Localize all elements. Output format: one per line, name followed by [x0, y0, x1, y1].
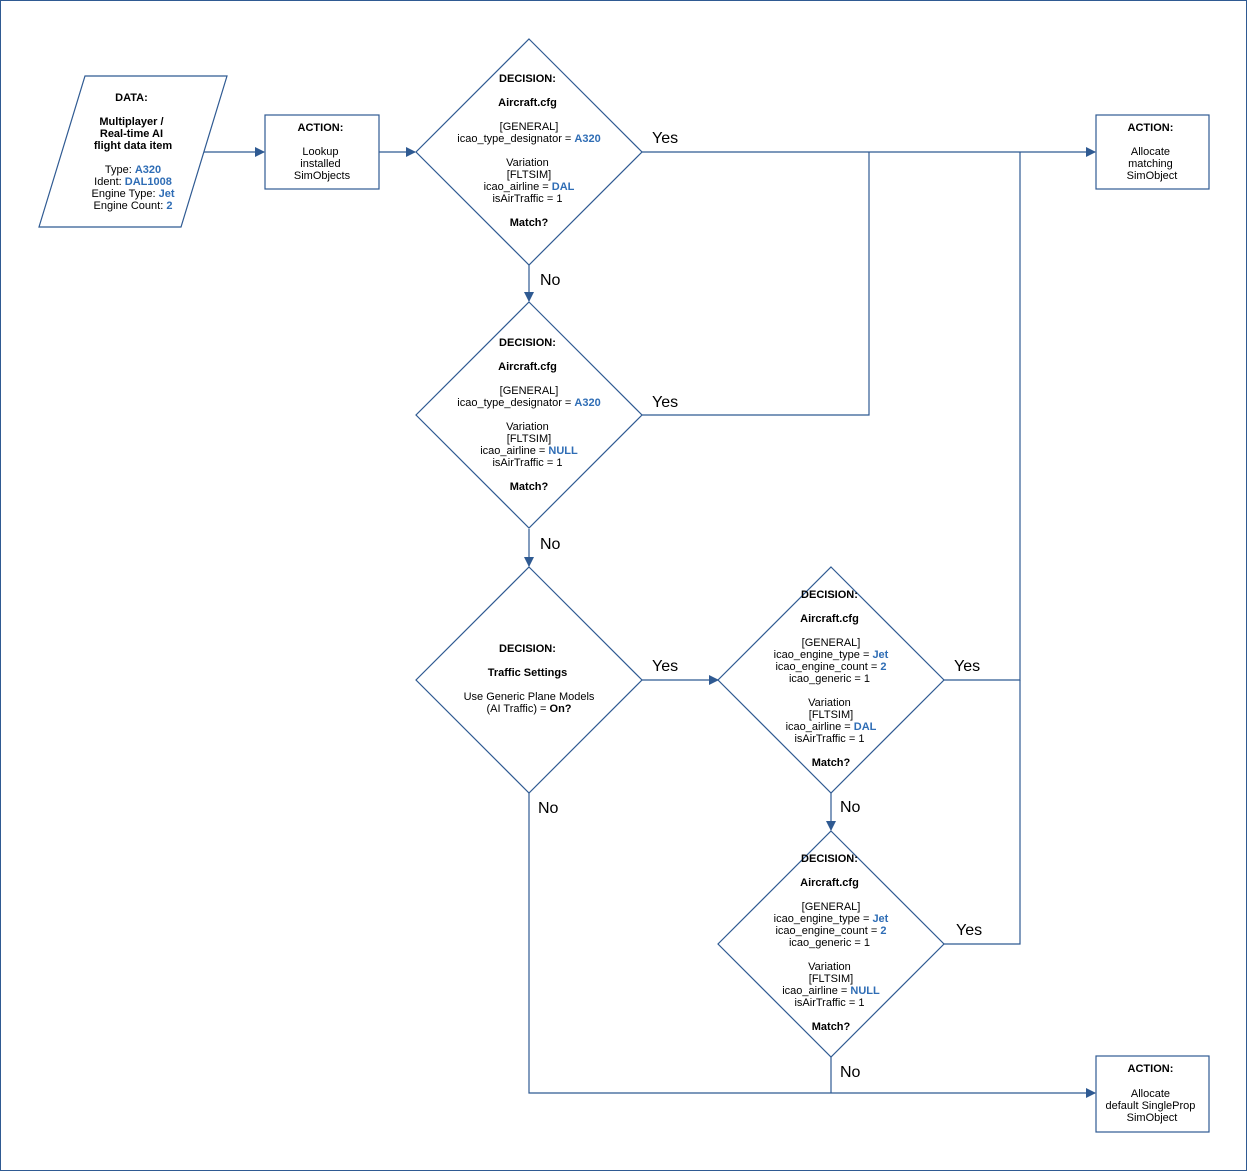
action-default-node: ACTION: Allocate default SingleProp SimO…	[1095, 1055, 1210, 1133]
decision4-airline: icao_airline = DAL	[786, 721, 877, 733]
data-ident: Ident: DAL1008	[94, 176, 172, 188]
action-lookup-node: ACTION: Lookup installed SimObjects	[264, 114, 380, 190]
default-line1: Allocate	[1131, 1088, 1170, 1100]
decision1-type-designator: icao_type_designator = A320	[457, 133, 600, 145]
data-item-node: DATA: Multiplayer / Real-time AI flight …	[38, 75, 228, 228]
data-title: DATA:	[115, 92, 148, 104]
allocate-line3: SimObject	[1127, 170, 1178, 182]
edge-decision5-yes	[944, 680, 1021, 945]
svg-text:DECISION: Aircraft.cfg: DECISION: Aircraft.cfg [GENERAL]	[800, 589, 862, 649]
decision4-engine-count: icao_engine_count = 2	[775, 661, 886, 673]
decision5-engine-type: icao_engine_type = Jet	[774, 913, 889, 925]
svg-text:isAirTraffic = 1 Match?: isAirTraffic = 1 Match?	[492, 193, 565, 229]
svg-text:icao_generic = 1 Variati: icao_generic = 1 Variation [FLTSIM]	[789, 673, 873, 721]
svg-text:DECISION: Aircraft.cfg: DECISION: Aircraft.cfg [GENERAL]	[498, 337, 560, 397]
decision5-airline: icao_airline = NULL	[782, 985, 880, 997]
label-no-2: No	[540, 536, 561, 553]
svg-text:Variation [FLTSIM]: Variation [FLTSIM]	[506, 157, 552, 181]
lookup-line2: installed	[300, 158, 340, 170]
decision4-engine-type: icao_engine_type = Jet	[774, 649, 889, 661]
allocate-title: ACTION:	[1128, 122, 1174, 134]
decision1-airline: icao_airline = DAL	[484, 181, 575, 193]
label-no-3: No	[538, 800, 559, 817]
svg-text:isAirTraffic = 1 Match?: isAirTraffic = 1 Match?	[492, 457, 565, 493]
svg-text:DATA: Multiplayer /: DATA: Multiplayer / Real-time AI flight …	[94, 92, 172, 152]
decision5-node: DECISION: Aircraft.cfg [GENERAL] icao_en…	[717, 830, 945, 1058]
decision1-node: DECISION: Aircraft.cfg [GENERAL] icao_ty…	[415, 38, 643, 266]
edge-decision3-no	[528, 793, 1096, 1098]
label-yes-4: Yes	[954, 658, 980, 675]
default-line2: default SingleProp	[1106, 1100, 1196, 1112]
decision2-airline: icao_airline = NULL	[480, 445, 578, 457]
default-title: ACTION:	[1128, 1063, 1174, 1075]
data-engine-count: Engine Count: 2	[94, 200, 173, 212]
label-yes-3: Yes	[652, 658, 678, 675]
svg-text:isAirTraffic = 1 Match?: isAirTraffic = 1 Match?	[794, 997, 867, 1033]
edge-decision2-yes	[642, 152, 870, 416]
svg-text:DECISION: Traffic Settin: DECISION: Traffic Settings Use Generic P…	[464, 643, 595, 703]
allocate-line2: matching	[1128, 158, 1173, 170]
decision2-node: DECISION: Aircraft.cfg [GENERAL] icao_ty…	[415, 301, 643, 529]
svg-text:isAirTraffic = 1 Match?: isAirTraffic = 1 Match?	[794, 733, 867, 769]
decision4-node: DECISION: Aircraft.cfg [GENERAL] icao_en…	[717, 566, 945, 794]
label-yes-5: Yes	[956, 922, 982, 939]
decision3-ai-traffic: (AI Traffic) = On?	[486, 703, 571, 715]
default-line3: SimObject	[1127, 1112, 1178, 1124]
label-yes-2: Yes	[652, 394, 678, 411]
svg-text:DECISION: Aircraft.cfg: DECISION: Aircraft.cfg [GENERAL]	[800, 853, 862, 913]
label-no-5: No	[840, 1064, 861, 1081]
svg-text:Variation [FLTSIM]: Variation [FLTSIM]	[506, 421, 552, 445]
label-no-4: No	[840, 799, 861, 816]
decision3-node: DECISION: Traffic Settings Use Generic P…	[415, 566, 643, 794]
decision2-type-designator: icao_type_designator = A320	[457, 397, 600, 409]
data-line2: Real-time AI	[100, 128, 163, 140]
svg-text:ACTION: Lookup ins: ACTION: Lookup installed SimObjects	[294, 122, 351, 182]
svg-text:icao_generic = 1 Variati: icao_generic = 1 Variation [FLTSIM]	[789, 937, 873, 985]
lookup-title: ACTION:	[298, 122, 344, 134]
svg-text:ACTION: Allocate d: ACTION: Allocate default SingleProp SimO…	[1106, 1063, 1199, 1124]
data-line3: flight data item	[94, 140, 172, 152]
lookup-line3: SimObjects	[294, 170, 351, 182]
label-no-1: No	[540, 272, 561, 289]
data-line1: Multiplayer /	[99, 116, 163, 128]
svg-text:DECISION: Aircraft.cfg: DECISION: Aircraft.cfg [GENERAL]	[498, 73, 560, 133]
allocate-line1: Allocate	[1131, 146, 1170, 158]
action-allocate-node: ACTION: Allocate matching SimObject	[1095, 114, 1210, 190]
data-engine-type: Engine Type: Jet	[92, 188, 175, 200]
edge-decision4-yes	[944, 152, 1021, 681]
svg-text:ACTION: Allocate m: ACTION: Allocate matching SimObject	[1127, 122, 1178, 182]
label-yes-1: Yes	[652, 130, 678, 147]
data-type: Type: A320	[105, 164, 161, 176]
lookup-line1: Lookup	[302, 146, 338, 158]
decision5-engine-count: icao_engine_count = 2	[775, 925, 886, 937]
